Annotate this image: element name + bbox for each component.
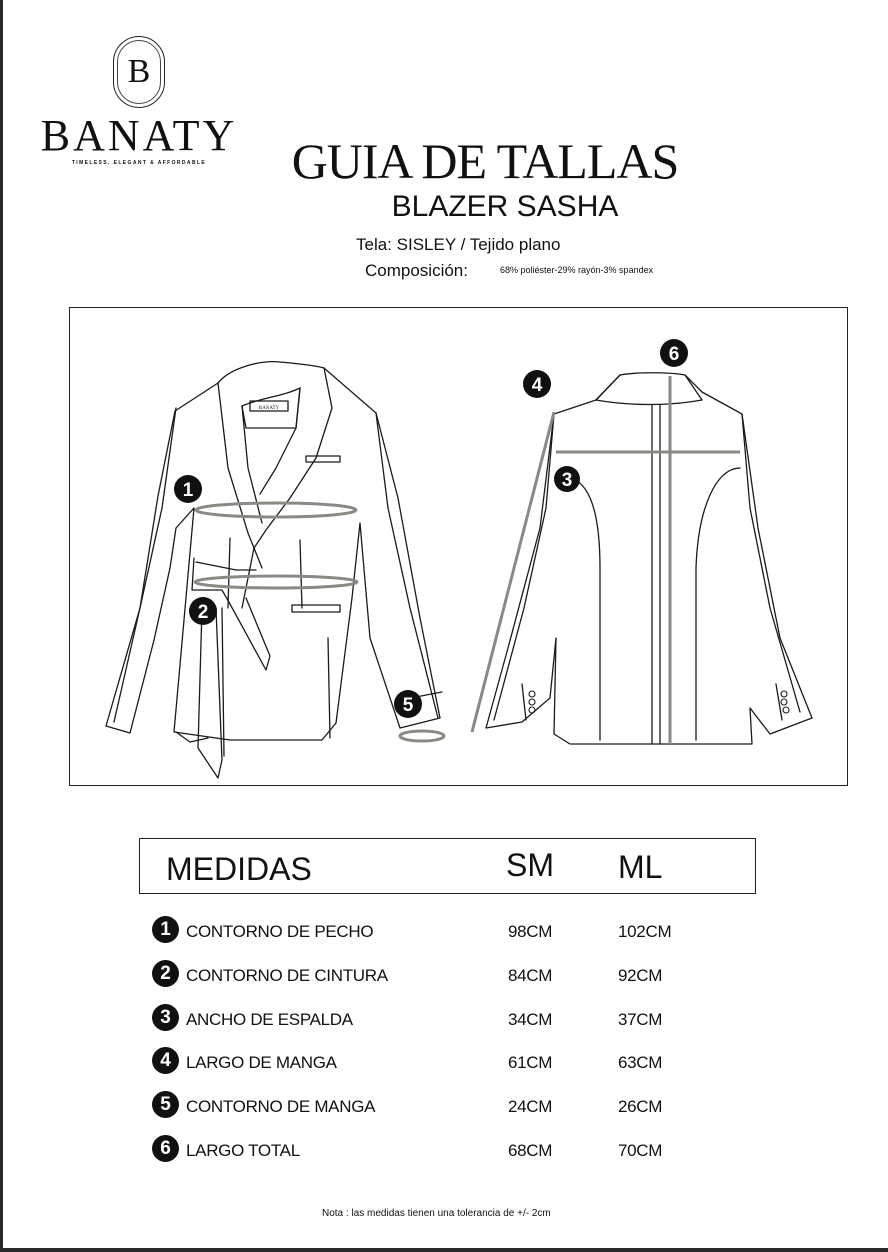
row-value-sm: 24CM [508, 1097, 553, 1116]
row-value-sm: 84CM [508, 966, 553, 985]
blazer-diagram: 1 2 3 4 5 6 BANATY [69, 307, 848, 786]
marker-3: 3 [562, 470, 573, 491]
back-view [485, 372, 813, 745]
row-label: CONTORNO DE PECHO [186, 922, 374, 941]
row-label: ANCHO DE ESPALDA [186, 1010, 353, 1029]
size-table-header: MEDIDAS SM ML [139, 838, 756, 894]
header-medidas: MEDIDAS [166, 851, 312, 887]
diagram-markers: 1 2 3 4 5 6 [174, 339, 688, 718]
row-label: LARGO TOTAL [186, 1141, 300, 1160]
row-number-badge: 1 [152, 916, 179, 943]
page-border-bottom [0, 1248, 888, 1252]
marker-4: 4 [532, 375, 543, 396]
row-value-ml: 37CM [618, 1010, 663, 1029]
table-row: 6 LARGO TOTAL 68CM 70CM [152, 1135, 712, 1163]
composition-label: Composición: [365, 261, 468, 280]
table-row: 5 CONTORNO DE MANGA 24CM 26CM [152, 1091, 712, 1119]
row-value-sm: 61CM [508, 1053, 553, 1072]
row-value-ml: 102CM [618, 922, 672, 941]
row-number-badge: 6 [152, 1135, 179, 1162]
row-number-badge: 3 [152, 1004, 179, 1031]
composition-value: 68% poliéster-29% rayón-3% spandex [500, 265, 654, 275]
marker-6: 6 [669, 344, 680, 365]
table-row: 2 CONTORNO DE CINTURA 84CM 92CM [152, 960, 712, 988]
row-value-ml: 63CM [618, 1053, 663, 1072]
marker-2: 2 [198, 602, 209, 623]
product-name: BLAZER SASHA [391, 190, 619, 223]
row-label: CONTORNO DE CINTURA [186, 966, 388, 985]
chest-measure-line [194, 501, 358, 519]
brand-logo: B BANATY TIMELESS, ELEGANT & AFFORDABLE [38, 36, 240, 166]
row-number-badge: 5 [152, 1091, 179, 1118]
garment-label-text: BANATY [259, 406, 280, 411]
header-size-sm: SM [506, 847, 554, 883]
row-value-sm: 34CM [508, 1010, 553, 1029]
sleeve-cuff-measure-line [398, 729, 446, 743]
row-label: LARGO DE MANGA [186, 1053, 337, 1072]
logo-oval: B [113, 36, 165, 108]
table-row: 3 ANCHO DE ESPALDA 34CM 37CM [152, 1004, 712, 1032]
logo-monogram: B [117, 40, 161, 104]
row-value-ml: 92CM [618, 966, 663, 985]
table-row: 4 LARGO DE MANGA 61CM 63CM [152, 1047, 712, 1075]
brand-tagline: TIMELESS, ELEGANT & AFFORDABLE [71, 160, 207, 166]
row-number-badge: 4 [152, 1047, 179, 1074]
blazer-drawing: 1 2 3 4 5 6 BANATY [105, 339, 813, 779]
row-value-ml: 70CM [618, 1141, 663, 1160]
row-value-sm: 98CM [508, 922, 553, 941]
row-label: CONTORNO DE MANGA [186, 1097, 376, 1116]
waist-measure-line [193, 574, 359, 590]
brand-name: BANATY [40, 111, 238, 160]
marker-5: 5 [403, 695, 414, 716]
row-number-badge: 2 [152, 960, 179, 987]
row-value-ml: 26CM [618, 1097, 663, 1116]
page-title: GUIA DE TALLAS [291, 133, 680, 189]
marker-1: 1 [183, 480, 194, 501]
tolerance-note: Nota : las medidas tienen una tolerancia… [322, 1208, 551, 1219]
header-size-ml: ML [618, 849, 663, 885]
fabric-info: Tela: SISLEY / Tejido plano [356, 235, 561, 254]
table-row: 1 CONTORNO DE PECHO 98CM 102CM [152, 916, 712, 944]
sleeve-length-measure-line [470, 411, 556, 733]
row-value-sm: 68CM [508, 1141, 553, 1160]
measurement-lines [193, 376, 740, 744]
page-border-left [0, 0, 3, 1252]
front-view [105, 361, 443, 779]
